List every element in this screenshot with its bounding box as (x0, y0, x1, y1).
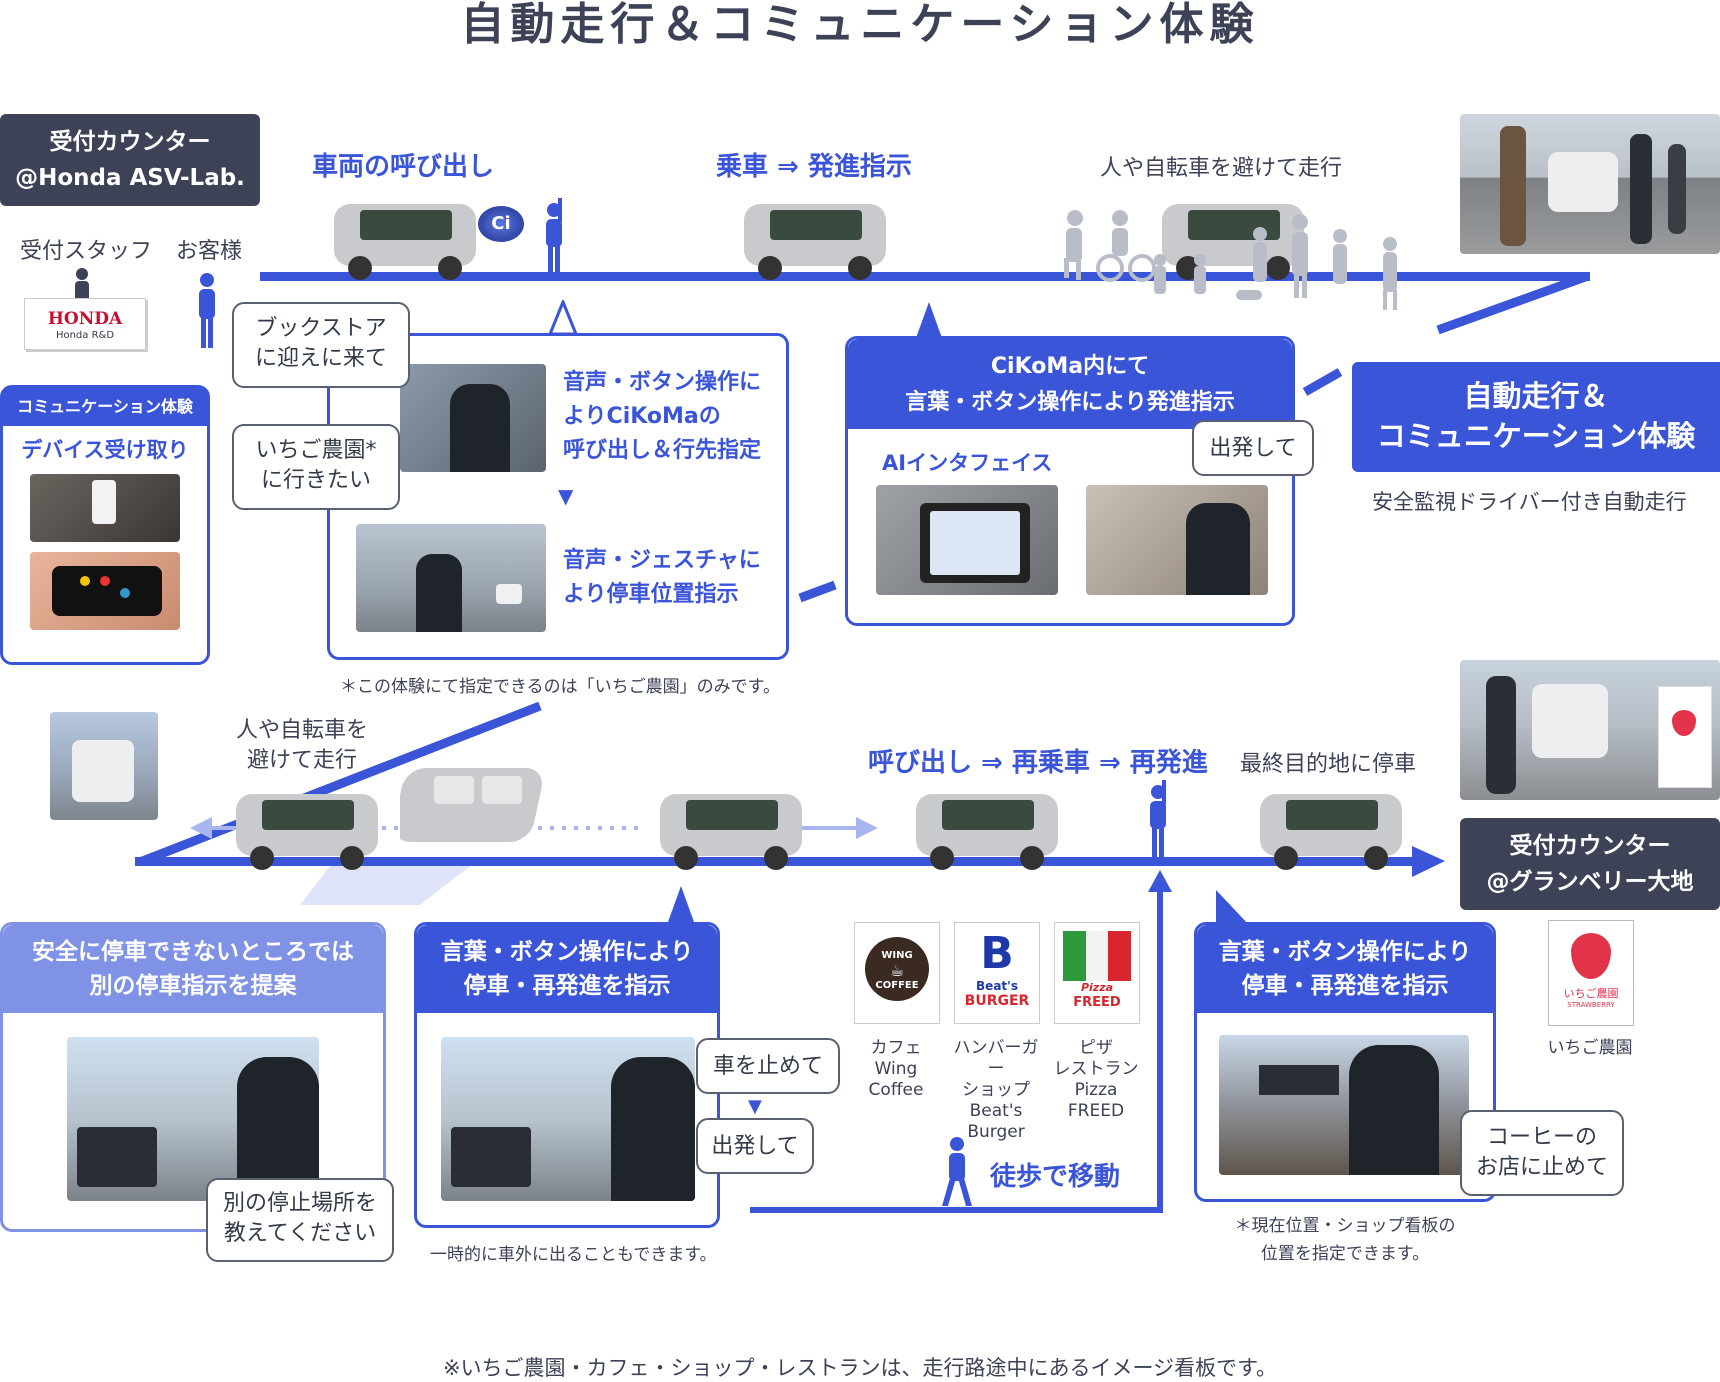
reception-end: 受付カウンター @グランベリー大地 (1460, 818, 1720, 910)
device-card: コミュニケーション体験 デバイス受け取り (0, 385, 210, 665)
photo-cafe-stop (1219, 1035, 1469, 1175)
card-pointer (1216, 890, 1250, 926)
photo-final-stop (1460, 660, 1720, 800)
device-photo-phone (30, 474, 180, 542)
bottom-step-recall: 呼び出し ⇒ 再乗車 ⇒ 再発進 (868, 748, 1208, 778)
vehicle-icon (1260, 794, 1402, 870)
waving-person-icon (546, 198, 562, 276)
ci-badge-icon: Ci (478, 206, 524, 242)
vehicle-icon (334, 204, 476, 280)
obstacle-vehicle-icon (400, 768, 542, 842)
honda-brand: HONDA (47, 309, 123, 329)
vehicle-icon (236, 794, 378, 870)
customer-icon (199, 273, 215, 348)
speech-bubble-bookstore: ブックストアに迎えに来て (232, 302, 410, 388)
page-title: 自動走行＆コミュニケーション体験 (460, 0, 1260, 50)
reception-end-line1: 受付カウンター (1509, 833, 1671, 859)
shop-logo-burger: B Beat's BURGER (954, 922, 1040, 1024)
shop-logo-cafe: WING ☕ COFFEE (854, 922, 940, 1024)
photo-street (1460, 114, 1720, 254)
footer-note: ※いちご農園・カフェ・ショップ・レストランは、走行路途中にあるイメージ看板です。 (442, 1356, 1278, 1380)
photo-vehicle-rear (50, 712, 158, 820)
route-diagonal-1 (1436, 271, 1590, 335)
route-arrow-head (1412, 846, 1445, 877)
speech-bubble-coffee: コーヒーの お店に止めて (1460, 1110, 1624, 1196)
reception-start-line1: 受付カウンター (49, 129, 211, 155)
strawberry-sign-bottom: STRAWBERRY (1567, 1001, 1615, 1009)
photo-call-user (400, 364, 546, 472)
route-diagonal-3 (798, 580, 837, 603)
shop-label-burger: ハンバーガー ショップ Beat's Burger (953, 1038, 1039, 1142)
device-card-title: デバイス受け取り (21, 438, 189, 462)
speech-bubble-alternate: 別の停止場所を 教えてください (206, 1178, 394, 1262)
pedestrians-icon (1064, 210, 1397, 310)
call-card: 音声・ボタン操作に よりCiKoMaの 呼び出し＆行先指定 ▼ 音声・ジェスチャ… (327, 333, 789, 660)
reception-start-line2: @Honda ASV-Lab. (15, 165, 245, 191)
final-card: 言葉・ボタン操作により 停車・再発進を指示 (1194, 922, 1496, 1202)
speech-bubble-restart: 出発して (696, 1118, 814, 1174)
photo-passenger-stop (441, 1037, 695, 1201)
photo-driver (1086, 485, 1268, 595)
call-note: ＊この体験にて指定できるのは「いちご農園」のみです。 (340, 677, 780, 697)
start-card-header: CiKoMa内にて 言葉・ボタン操作により発進指示 (848, 339, 1292, 429)
stop-note: 一時的に車外に出ることもできます。 (430, 1245, 717, 1265)
speech-bubble-strawberry: いちご農園*に行きたい (232, 424, 400, 510)
strawberry-sign-top: いちご農園 (1563, 987, 1619, 1000)
step-board: 乗車 ⇒ 発進指示 (716, 152, 912, 182)
experience-box: 自動走行＆ コミュニケーション体験 (1352, 362, 1720, 472)
card-pointer (916, 302, 942, 338)
walk-label: 徒歩で移動 (990, 1162, 1121, 1192)
waving-person-icon (1150, 780, 1166, 858)
shop-label-cafe: カフェ Wing Coffee (868, 1038, 924, 1100)
photo-ai-tablet (876, 485, 1058, 595)
walk-path (750, 880, 1163, 1213)
safe-card: 安全に停車できないところでは 別の停車指示を提案 (0, 922, 386, 1232)
step-call: 車両の呼び出し (312, 152, 495, 182)
safe-card-header: 安全に停車できないところでは 別の停車指示を提案 (3, 925, 383, 1013)
ai-interface-label: AIインタフェイス (882, 451, 1053, 475)
stop-card-header: 言葉・ボタン操作により 停車・再発進を指示 (417, 925, 717, 1013)
start-card: CiKoMa内にて 言葉・ボタン操作により発進指示 AIインタフェイス (845, 336, 1295, 626)
shop-label-pizza: ピザ レストラン Pizza FREED (1053, 1038, 1139, 1121)
speech-bubble-depart: 出発して (1192, 420, 1314, 476)
staff-label: 受付スタッフ (20, 239, 153, 264)
reception-end-line2: @グランベリー大地 (1486, 869, 1694, 895)
device-photo-wrist (30, 552, 180, 630)
photo-passenger-window (67, 1037, 319, 1201)
arrow-down-icon: ▼ (748, 1096, 762, 1117)
bottom-step-final: 最終目的地に停車 (1240, 752, 1417, 777)
customer-label: お客様 (176, 239, 243, 264)
speech-bubble-stop: 車を止めて (696, 1038, 840, 1094)
route-diagonal-2 (1302, 368, 1343, 396)
vehicle-icon (660, 794, 802, 870)
staff-icon (75, 268, 89, 302)
top-route-line (260, 272, 1590, 281)
call-text2: 音声・ジェスチャに より停車位置指示 (563, 548, 761, 607)
vehicle-icon (744, 204, 886, 280)
step-avoid: 人や自転車を避けて走行 (1100, 156, 1343, 181)
strawberry-label: いちご農園 (1547, 1038, 1633, 1058)
final-note: ＊現在位置・ショップ看板の 位置を指定できます。 (1234, 1216, 1456, 1264)
walking-person-icon (942, 1137, 972, 1206)
card-pointer (548, 300, 578, 336)
reception-start: 受付カウンター @Honda ASV-Lab. (0, 114, 260, 206)
device-card-header: コミュニケーション体験 (3, 388, 207, 426)
shop-logo-pizza: Pizza FREED (1054, 922, 1140, 1024)
honda-sign: HONDA Honda R&D (24, 298, 146, 350)
stop-card: 言葉・ボタン操作により 停車・再発進を指示 (414, 922, 720, 1228)
bottom-step-avoid: 人や自転車を 避けて走行 (236, 718, 369, 773)
call-text1: 音声・ボタン操作に よりCiKoMaの 呼び出し＆行先指定 (563, 370, 762, 463)
arrow-down-icon: ▼ (558, 484, 574, 508)
final-card-header: 言葉・ボタン操作により 停車・再発進を指示 (1197, 925, 1493, 1013)
experience-sub: 安全監視ドライバー付き自動走行 (1372, 490, 1687, 514)
photo-gesture (356, 524, 546, 632)
strawberry-icon (1571, 933, 1611, 979)
strawberry-sign: いちご農園 STRAWBERRY (1548, 920, 1634, 1026)
card-pointer (668, 886, 694, 922)
honda-sub: Honda R&D (55, 330, 115, 341)
vehicle-icon (916, 794, 1058, 870)
